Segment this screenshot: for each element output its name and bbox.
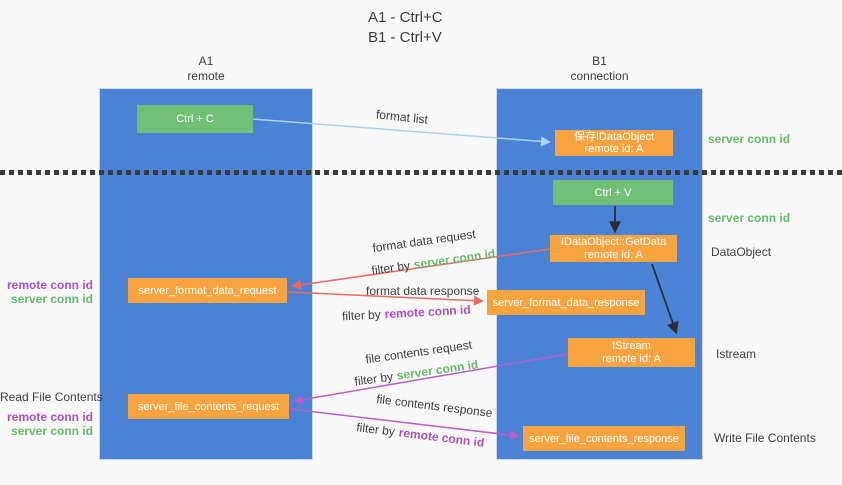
server-conn-id-text: server conn id	[412, 246, 497, 272]
label-dataobject: DataObject	[711, 245, 772, 259]
node-save-idataobject-line2: remote id: A	[584, 143, 644, 155]
lifeline-header-b1: B1 connection	[496, 54, 703, 84]
lifeline-a1-role: remote	[187, 69, 225, 83]
dotted-separator-line	[0, 170, 842, 175]
label-write-file-contents: Write File Contents	[714, 431, 816, 445]
label-format-list: format list	[375, 107, 429, 127]
lifeline-b1-role: connection	[570, 69, 629, 83]
lifeline-header-a1: A1 remote	[99, 54, 313, 84]
label-server-conn-id-right-mid: server conn id	[708, 211, 791, 225]
node-server-format-data-response: server_format_data_response	[487, 290, 645, 315]
node-idataobject-getdata-line1: IDataObject::GetData	[560, 236, 667, 248]
lifeline-b1-name: B1	[592, 54, 607, 68]
diagram-title: A1 - Ctrl+C B1 - Ctrl+V	[368, 8, 443, 48]
remote-conn-id-text: remote conn id	[397, 425, 486, 450]
title-line-2: B1 - Ctrl+V	[368, 29, 442, 46]
filter-by-text: filter by	[341, 307, 382, 324]
lifeline-a1-name: A1	[198, 54, 214, 68]
node-istream-line1: IStream	[612, 340, 651, 352]
node-istream: IStream remote id: A	[568, 338, 695, 367]
filter-by-text: filter by	[353, 369, 394, 389]
node-idataobject-getdata: IDataObject::GetData remote id: A	[550, 235, 677, 262]
label-format-data-response: format data response	[366, 284, 480, 298]
node-ctrl-v: Ctrl + V	[553, 180, 673, 205]
label-server-conn-id-left-bottom: server conn id	[10, 424, 93, 438]
node-idataobject-getdata-line2: remote id: A	[584, 248, 643, 261]
filter-by-text: filter by	[370, 258, 411, 278]
title-line-1: A1 - Ctrl+C	[368, 9, 443, 26]
node-ctrl-c: Ctrl + C	[137, 105, 253, 133]
server-conn-id-text: server conn id	[395, 357, 480, 383]
filter-by-text: filter by	[355, 420, 396, 439]
label-remote-conn-id-left-top: remote conn id	[6, 278, 93, 292]
node-save-idataobject: 保存IDataObject remote id: A	[555, 130, 673, 156]
node-save-idataobject-line1: 保存IDataObject	[573, 130, 655, 143]
label-istream: Istream	[716, 347, 757, 361]
label-server-conn-id-left-top: server conn id	[10, 292, 93, 306]
label-remote-conn-id-left-bottom: remote conn id	[6, 410, 93, 424]
label-server-conn-id-right-top: server conn id	[708, 132, 791, 146]
label-read-file-contents: Read File Contents	[0, 390, 103, 404]
node-server-file-contents-response: server_file_contents_response	[523, 426, 685, 451]
node-server-file-contents-request: server_file_contents_request	[128, 394, 289, 419]
node-istream-line2: remote id: A	[602, 352, 661, 365]
remote-conn-id-text: remote conn id	[384, 302, 471, 322]
node-server-format-data-request: server_format_data_request	[128, 278, 287, 303]
label-file-contents-response: file contents response	[375, 391, 494, 421]
